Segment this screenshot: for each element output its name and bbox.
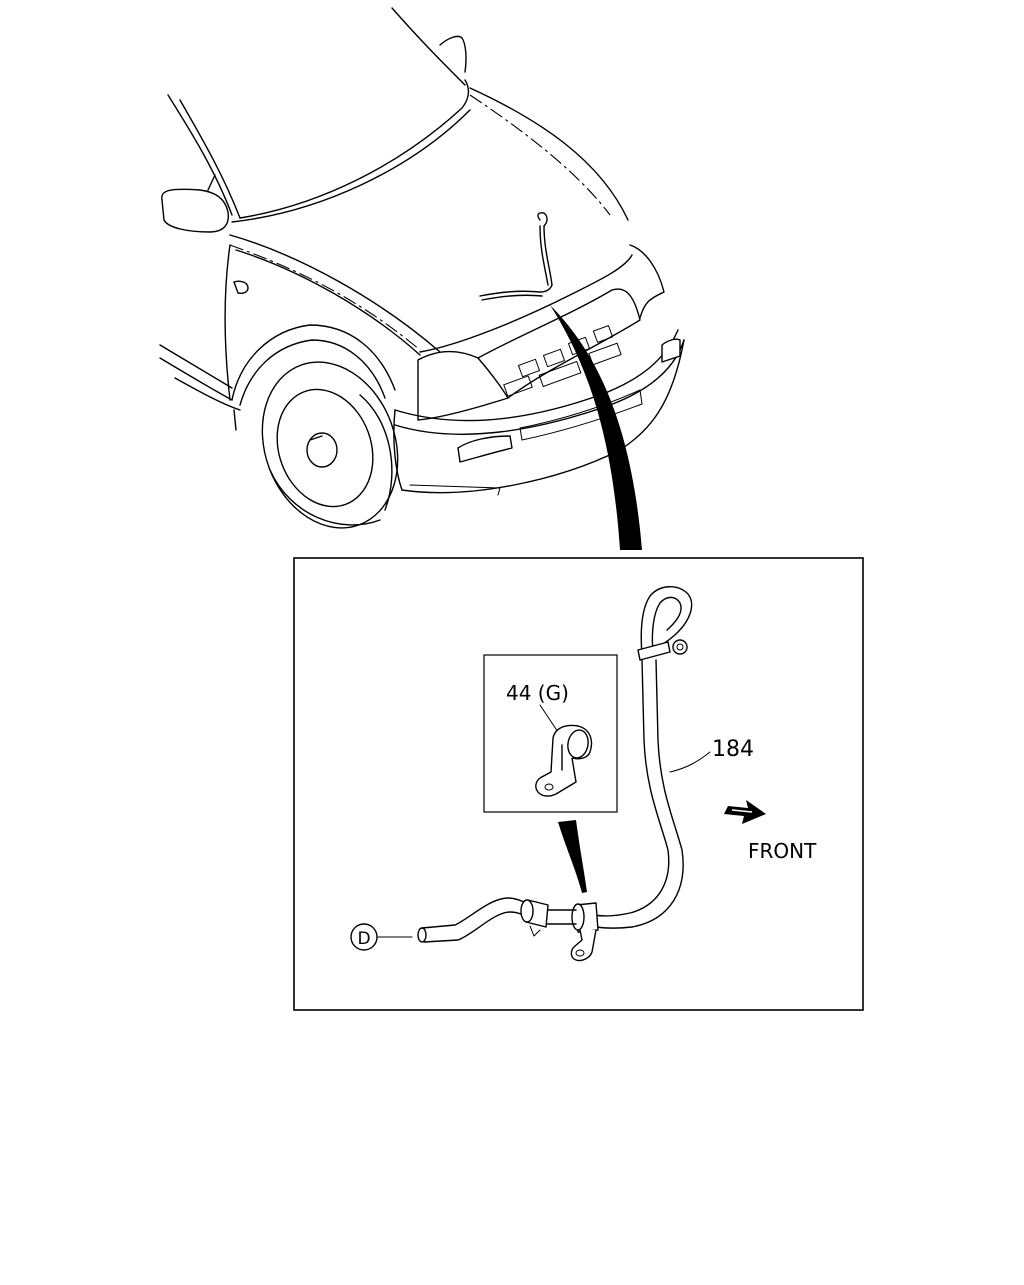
inset-pointer-wedge xyxy=(558,820,587,893)
vehicle-illustration xyxy=(159,7,685,529)
front-arrow-icon xyxy=(724,800,766,824)
clamp-part-label: 44 (G) xyxy=(506,681,569,705)
clamp-inset-frame xyxy=(483,654,618,813)
vehicle-hose-routing xyxy=(479,212,553,301)
pointer-wedge-icon xyxy=(550,305,642,550)
detail-frame xyxy=(293,557,864,1011)
clamp-44-drawing xyxy=(535,724,593,797)
hose-part-label: 184 xyxy=(712,737,754,762)
hose-184-drawing xyxy=(417,586,711,962)
hose-leader-line xyxy=(669,751,711,773)
connector-d-icon: D xyxy=(350,923,378,951)
connector-d-label: D xyxy=(357,929,370,949)
front-label: FRONT xyxy=(748,839,817,863)
